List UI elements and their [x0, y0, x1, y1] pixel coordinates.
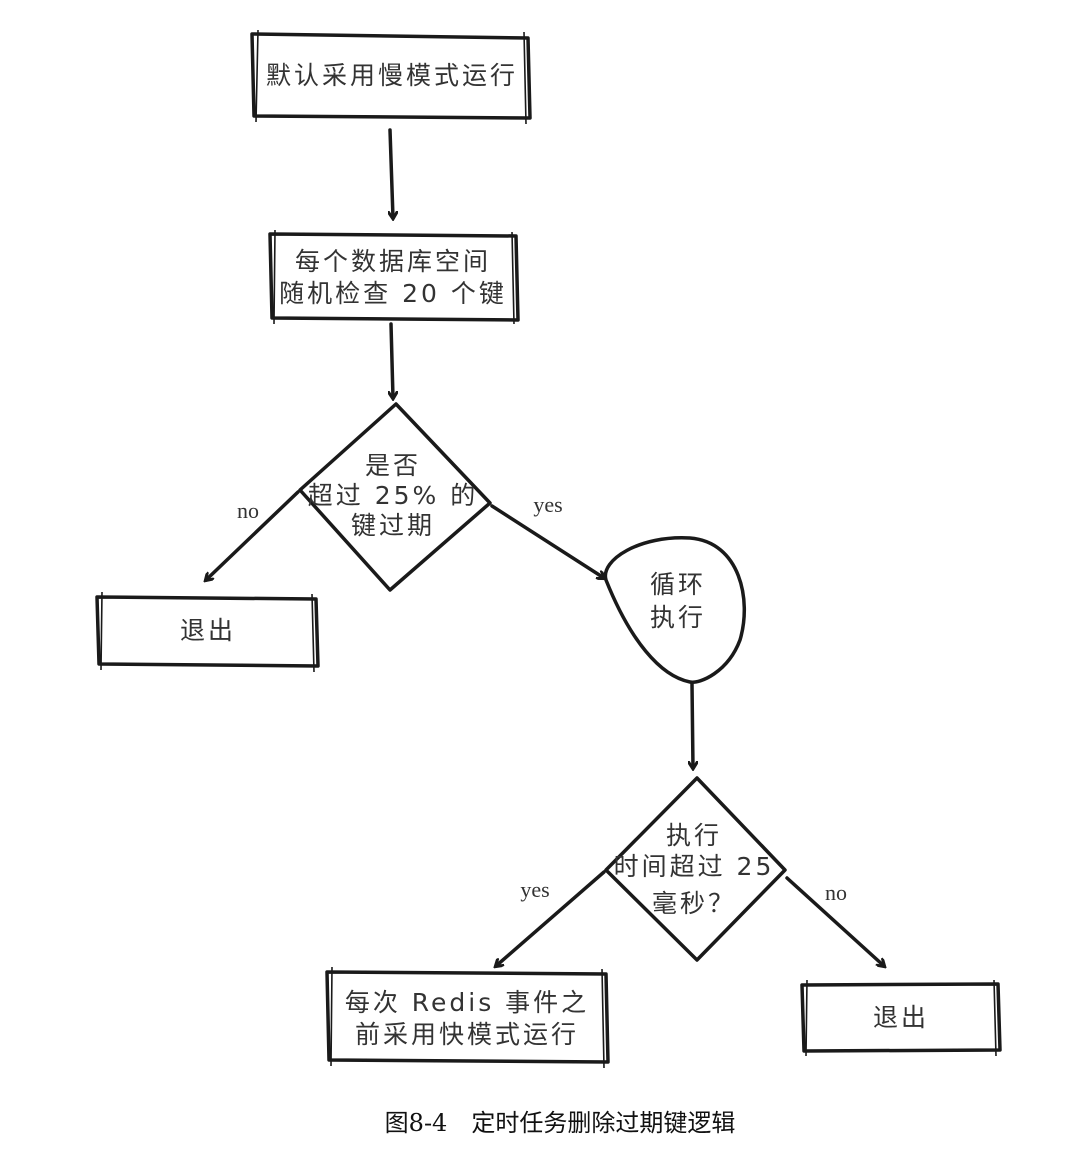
exit1-text: 退出 [180, 616, 236, 645]
edge-label-d1-no: no [237, 498, 259, 523]
decision2-line1: 执行 [666, 821, 722, 850]
decision1-line2: 超过 25% 的 [308, 481, 478, 510]
start-box: 默认采用慢模式运行 [250, 29, 532, 125]
exit2-text: 退出 [873, 1003, 929, 1032]
arrow-start-sample [390, 128, 393, 218]
loop-blob: 循环 执行 [603, 536, 747, 684]
arrow-d1-exit1 [206, 490, 300, 580]
edge-label-d1-yes: yes [533, 492, 562, 517]
fast-line2: 前采用快模式运行 [355, 1020, 579, 1049]
arrow-d2-exit2 [785, 876, 884, 966]
figure-caption: 图8-4 定时任务删除过期键逻辑 [385, 1109, 736, 1137]
edge-label-d2-yes: yes [520, 877, 549, 902]
decision2-line3: 毫秒？ [652, 889, 736, 918]
fast-mode-box: 每次 Redis 事件之 前采用快模式运行 [325, 966, 610, 1069]
sample-box: 每个数据库空间 随机检查 20 个键 [268, 229, 520, 325]
decision2-diamond: 执行 时间超过 25 毫秒？ [604, 776, 787, 962]
arrow-sample-decision1 [391, 322, 393, 398]
sample-text-line2: 随机检查 20 个键 [279, 279, 507, 308]
sample-text-line1: 每个数据库空间 [295, 247, 491, 276]
start-text: 默认采用慢模式运行 [266, 61, 518, 90]
decision1-line3: 键过期 [351, 511, 435, 540]
arrow-loop-decision2 [692, 682, 693, 768]
decision1-line1: 是否 [365, 451, 421, 480]
loop-line1: 循环 [650, 570, 706, 599]
arrow-d2-fast [496, 870, 606, 966]
edge-label-d2-no: no [825, 880, 847, 905]
loop-line2: 执行 [650, 603, 706, 632]
exit1-box: 退出 [95, 591, 320, 673]
arrow-d1-loop [490, 504, 604, 578]
exit2-box: 退出 [800, 979, 1002, 1057]
fast-line1: 每次 Redis 事件之 [345, 988, 589, 1017]
decision2-line2: 时间超过 25 [614, 852, 775, 881]
decision1-diamond: 是否 超过 25% 的 键过期 [298, 402, 492, 592]
